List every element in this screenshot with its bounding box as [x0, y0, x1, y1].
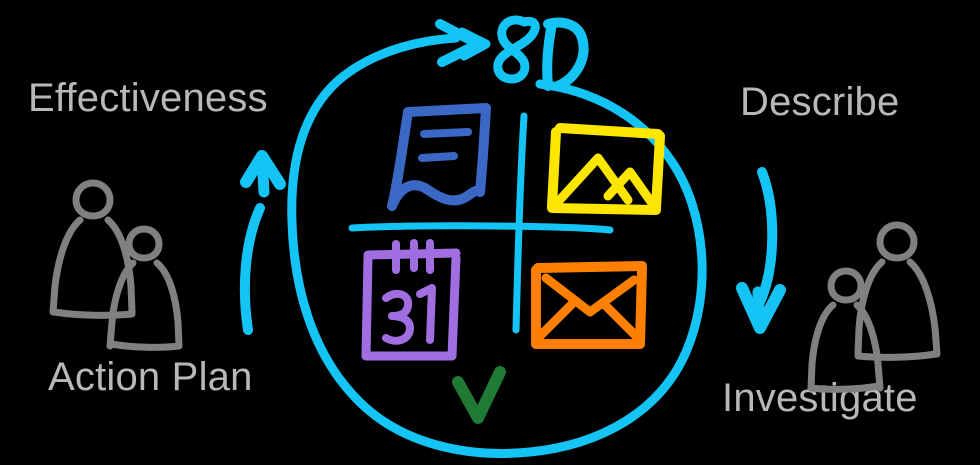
arrow-right-down	[736, 167, 786, 334]
stage-label-investigate: Investigate	[722, 376, 918, 420]
stage-label-effectiveness: Effectiveness	[28, 76, 268, 120]
green-check-icon	[452, 366, 506, 424]
document-bookmark-icon	[387, 103, 491, 211]
people-group-left	[53, 183, 179, 347]
stage-label-describe: Describe	[740, 80, 900, 124]
cycle-circle	[287, 65, 707, 458]
stage-label-action-plan: Action Plan	[48, 355, 253, 399]
arrow-top-right	[347, 19, 491, 75]
arrow-left-up	[239, 150, 286, 335]
image-chart-icon	[547, 123, 665, 215]
title-8d	[493, 15, 589, 91]
quadrant-divider	[348, 112, 614, 334]
calendar-icon	[361, 239, 461, 361]
envelope-icon	[531, 261, 647, 349]
people-group-right	[811, 225, 937, 389]
